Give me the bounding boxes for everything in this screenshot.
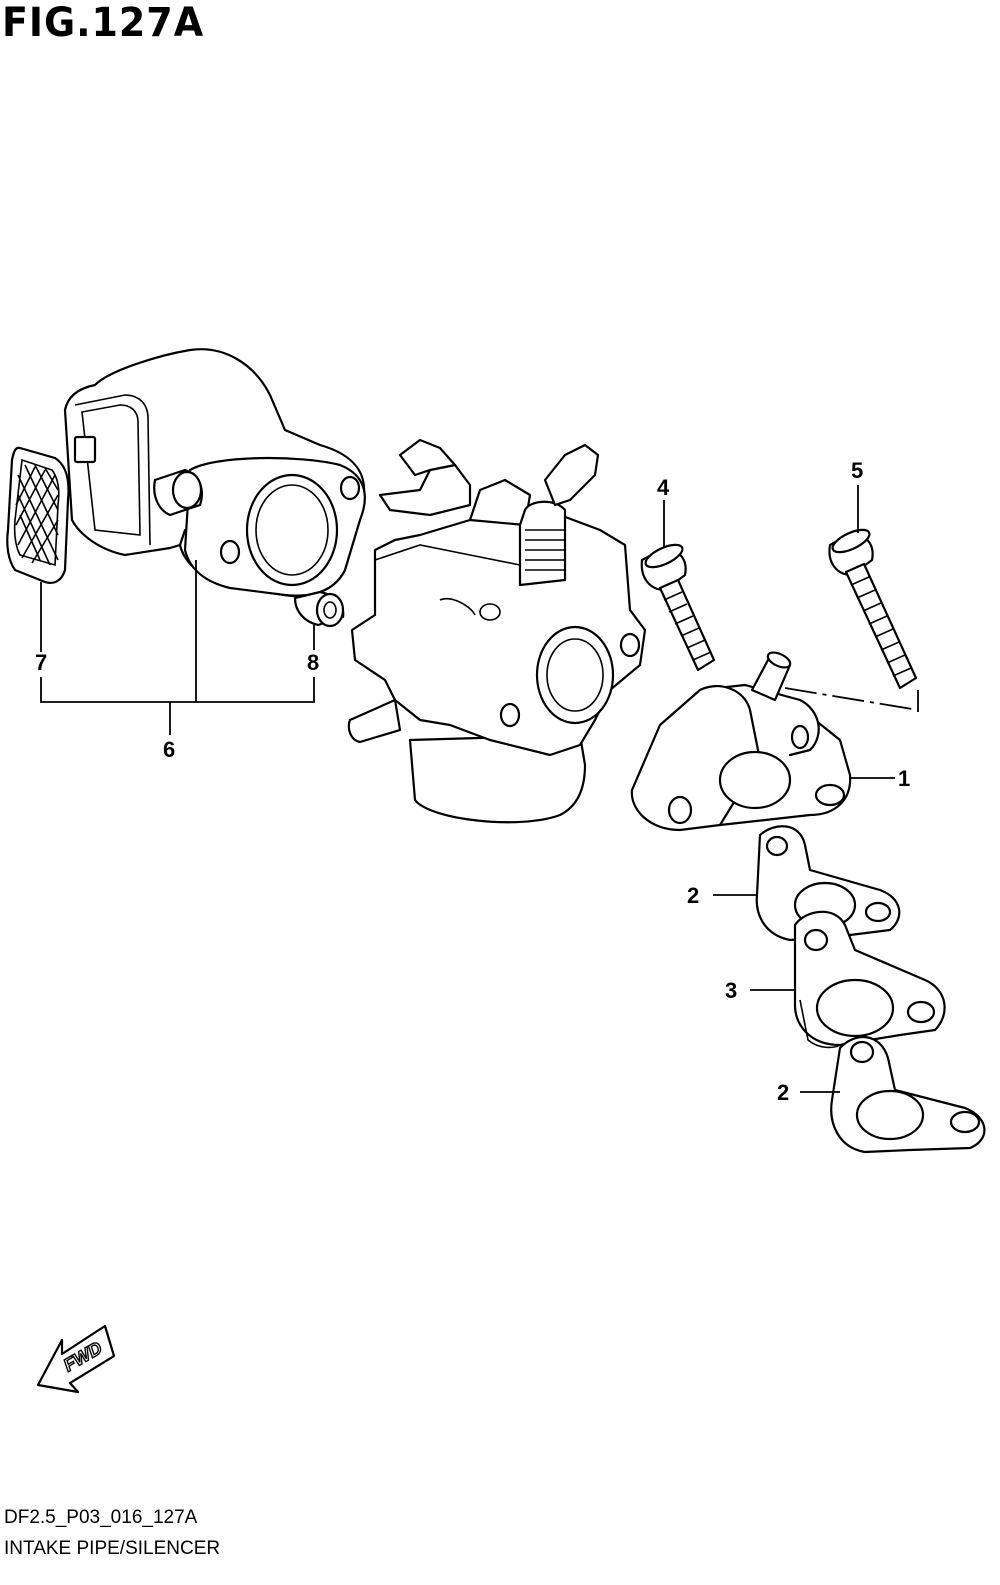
callout-2-upper: 2 (687, 883, 699, 908)
intake-pipe[interactable] (630, 649, 852, 832)
callout-1: 1 (898, 766, 910, 791)
silencer-mesh[interactable] (6, 446, 70, 584)
figure-title: FIG.127A (2, 0, 205, 46)
insulator[interactable] (793, 910, 946, 1049)
callout-5: 5 (851, 458, 863, 483)
fwd-arrow-icon: FWD (36, 1324, 116, 1394)
leader-lines (40, 485, 919, 1093)
callout-8: 8 (307, 650, 319, 675)
figure-code: DF2.5_P03_016_127A (4, 1507, 198, 1528)
callout-3: 3 (725, 978, 737, 1003)
figure-name: INTAKE PIPE/SILENCER (4, 1538, 221, 1559)
silencer-collar[interactable] (293, 590, 345, 628)
callout-6: 6 (163, 737, 175, 762)
screw-5[interactable] (828, 525, 918, 690)
screw-4[interactable] (640, 540, 716, 672)
carburetor[interactable] (347, 438, 647, 824)
gasket-lower[interactable] (830, 1035, 986, 1154)
callout-4: 4 (657, 475, 670, 500)
silencer-case[interactable] (63, 348, 366, 598)
callout-7: 7 (35, 650, 47, 675)
callout-2-lower: 2 (777, 1080, 789, 1105)
